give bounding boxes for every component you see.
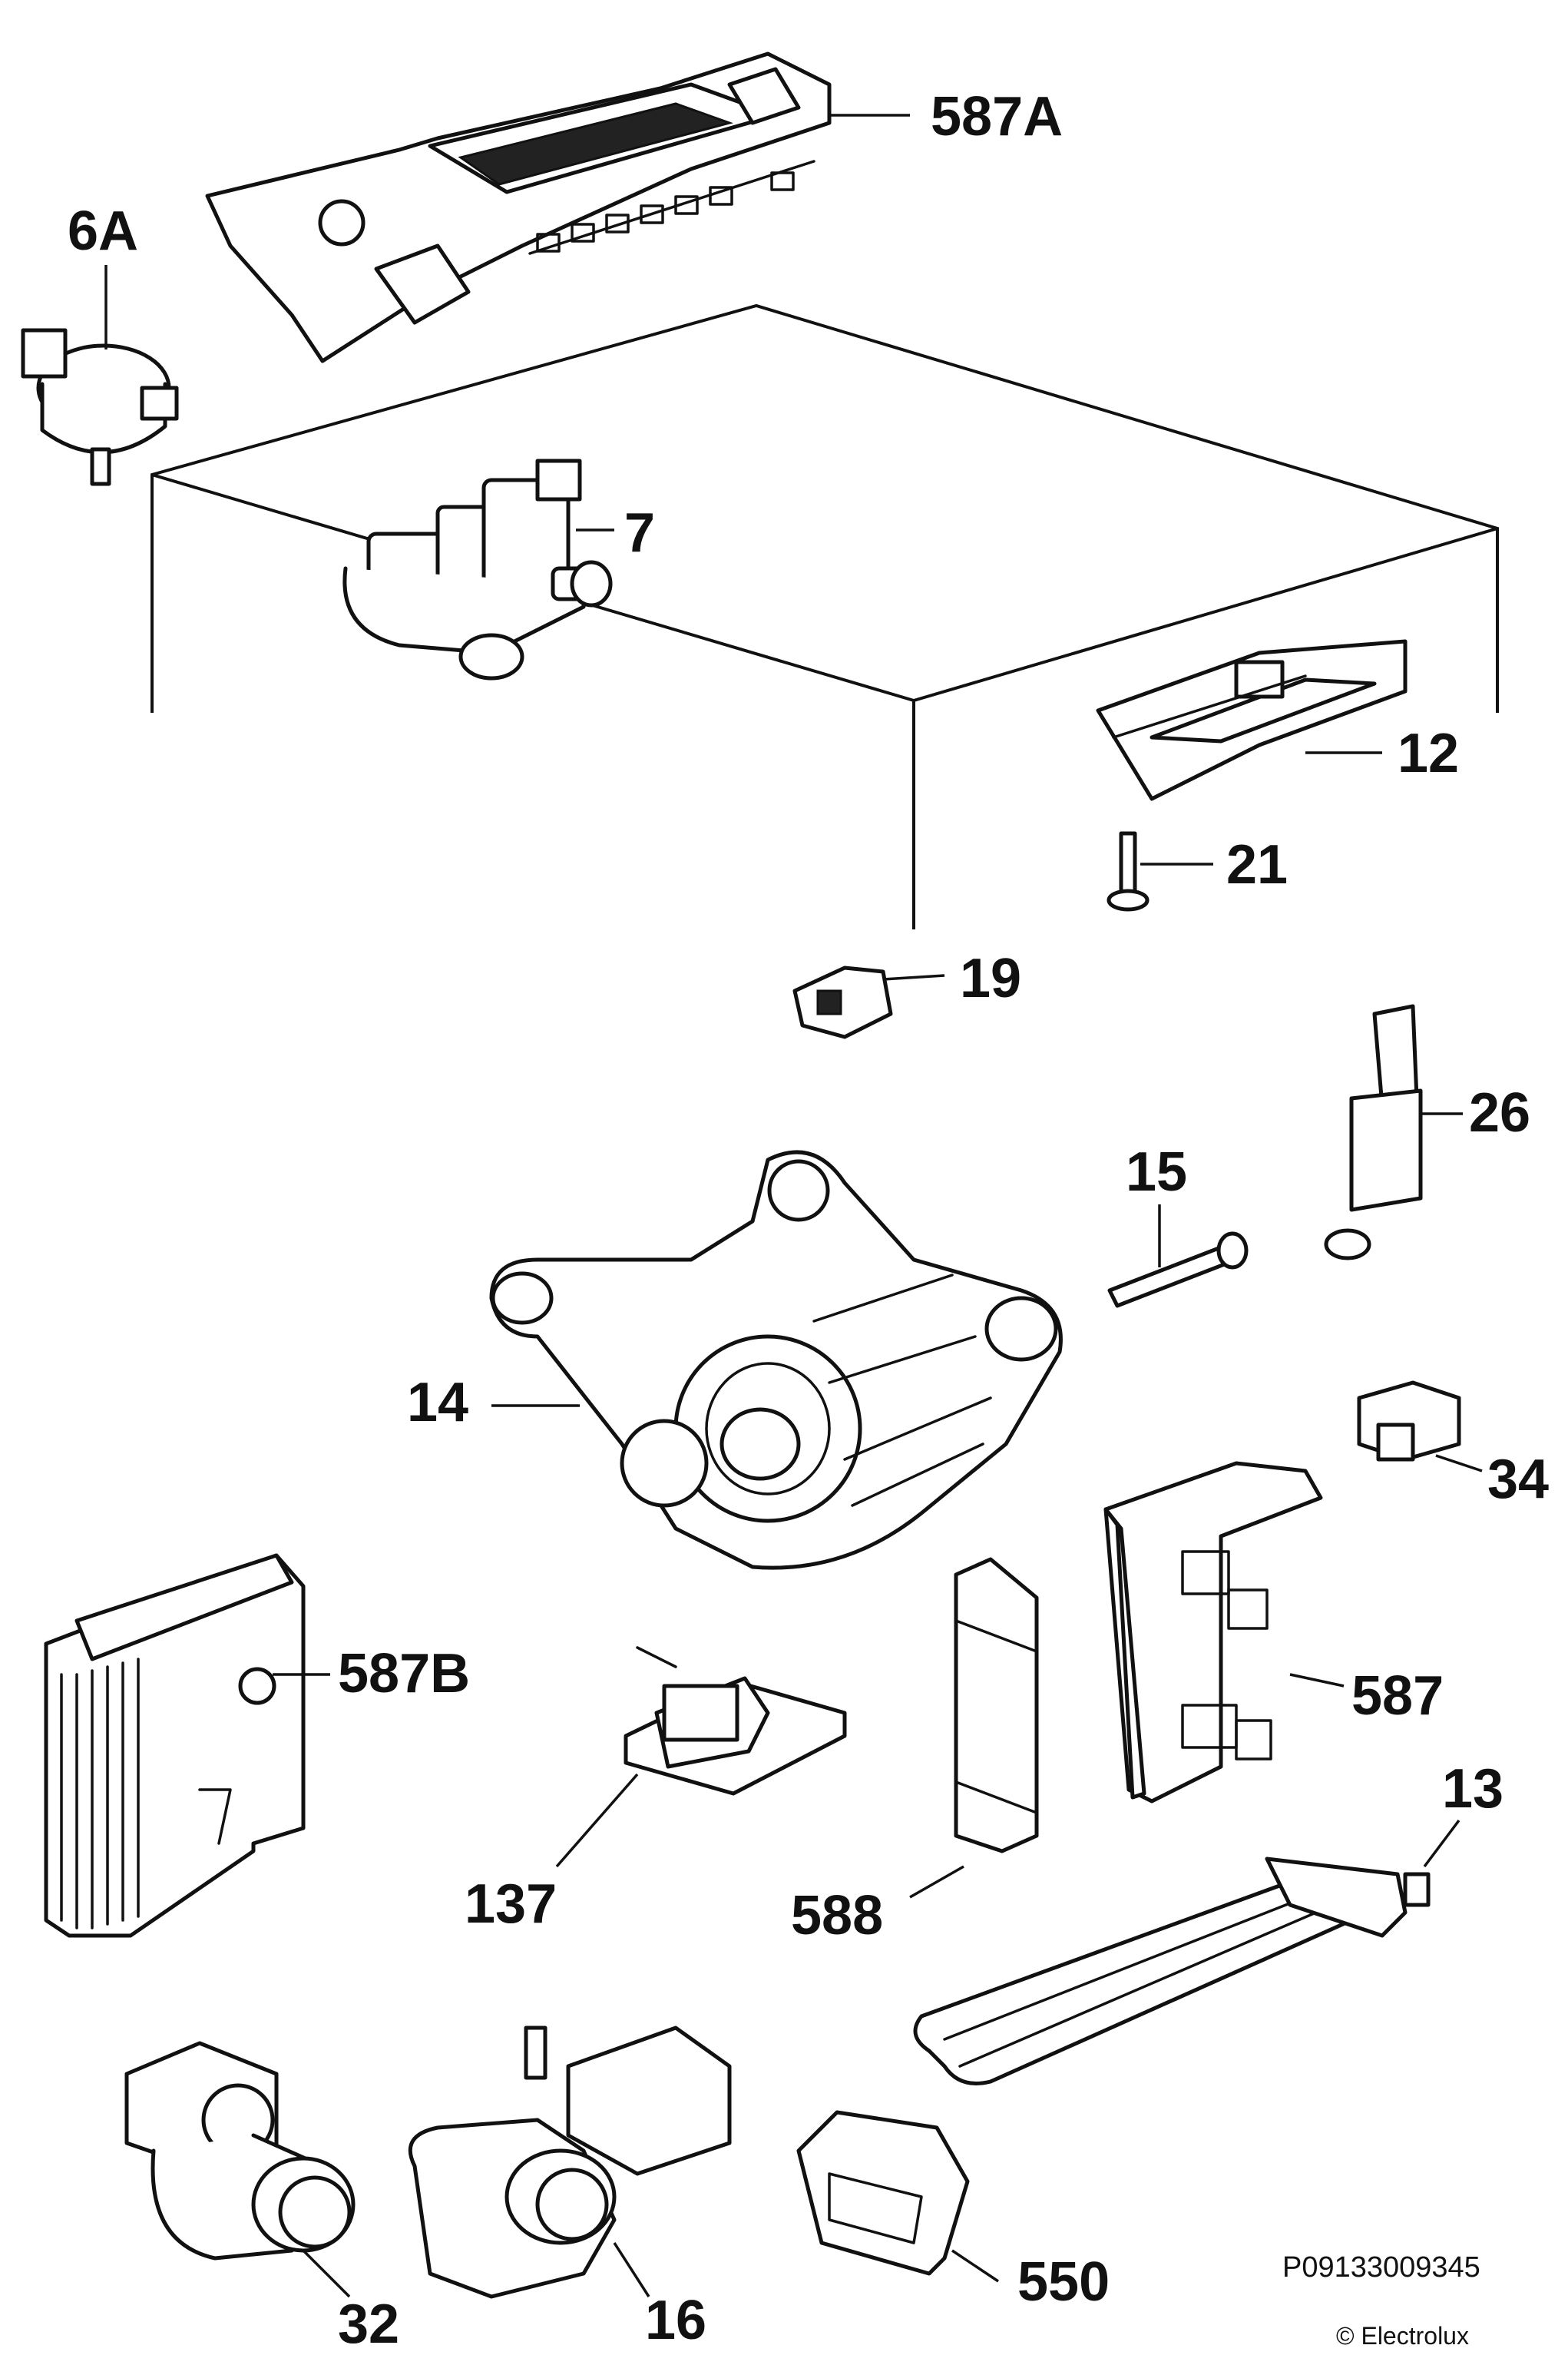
callout-32: 32 bbox=[338, 2294, 400, 2355]
part-587B-power-module bbox=[44, 1553, 330, 1938]
part-15-screw bbox=[1107, 1204, 1249, 1308]
callout-587B: 587B bbox=[338, 1643, 471, 1704]
part-14-motor bbox=[489, 1150, 1063, 1570]
copyright-notice: © Electrolux bbox=[1336, 2322, 1469, 2350]
part-26-door-lock bbox=[1324, 1004, 1463, 1260]
callout-21: 21 bbox=[1226, 834, 1288, 896]
callout-588: 588 bbox=[791, 1885, 884, 1946]
part-137-filter bbox=[555, 1646, 847, 1868]
callout-34: 34 bbox=[1487, 1449, 1550, 1510]
callout-16: 16 bbox=[645, 2290, 707, 2351]
callout-6A: 6A bbox=[68, 200, 139, 262]
document-code: P09133009345 bbox=[1282, 2251, 1480, 2284]
callout-587: 587 bbox=[1351, 1665, 1444, 1727]
part-21-screw bbox=[1107, 831, 1213, 912]
part-588-sensor bbox=[909, 1557, 1039, 1899]
callout-12: 12 bbox=[1398, 723, 1460, 784]
part-550-filter bbox=[796, 2110, 999, 2283]
part-34-switch bbox=[1357, 1380, 1483, 1472]
part-32-drain-pump bbox=[124, 2041, 356, 2298]
callout-26: 26 bbox=[1469, 1082, 1531, 1144]
part-587-main-board bbox=[1103, 1461, 1345, 1804]
part-13-heating-element bbox=[913, 1819, 1460, 2085]
part-16-drain-pump bbox=[408, 2025, 732, 2299]
part-12-bracket bbox=[1096, 639, 1408, 801]
callout-14: 14 bbox=[407, 1372, 469, 1433]
callout-587A: 587A bbox=[931, 86, 1064, 147]
part-587A-display-board bbox=[205, 51, 910, 363]
callout-550: 550 bbox=[1017, 2251, 1110, 2313]
callout-13: 13 bbox=[1442, 1758, 1504, 1820]
callout-15: 15 bbox=[1126, 1141, 1188, 1203]
callout-19: 19 bbox=[960, 948, 1022, 1009]
part-6A-pressure-switch bbox=[21, 265, 179, 486]
part-19-clip bbox=[792, 966, 945, 1039]
callout-7: 7 bbox=[624, 502, 656, 564]
part-7-inlet-valve bbox=[342, 459, 614, 681]
callout-137: 137 bbox=[465, 1873, 557, 1935]
